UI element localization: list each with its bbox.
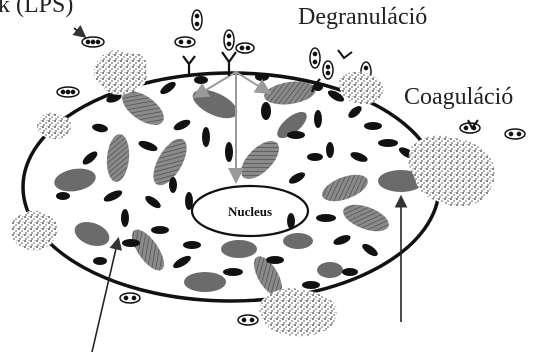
lps-particle-icon <box>175 37 195 47</box>
clot-cluster <box>94 50 147 95</box>
gray-granule <box>52 166 97 195</box>
pointer-arrow-left <box>92 240 118 352</box>
nucleus-label: Nucleus <box>228 204 272 219</box>
receptor-icon <box>183 56 195 74</box>
lps-particle-icon <box>238 315 258 325</box>
hatched-granule <box>235 135 286 186</box>
hatched-granule <box>340 199 393 236</box>
gray-granule <box>221 240 257 258</box>
clot-cluster <box>260 288 337 336</box>
arrowhead-icon <box>338 50 352 58</box>
lps-particle-icon <box>236 43 254 53</box>
hatched-granule <box>319 169 372 206</box>
gray-granule <box>283 233 313 249</box>
gray-granule <box>189 84 242 124</box>
lps-particle-icon <box>505 129 525 139</box>
clot-cluster <box>339 71 383 104</box>
lps-particle-icon <box>323 61 333 79</box>
clot-cluster <box>408 135 494 206</box>
gray-granule <box>184 272 226 292</box>
hatched-granule <box>105 133 131 183</box>
lps-particle-icon <box>120 293 140 303</box>
gray-granule <box>317 262 343 278</box>
gray-granule <box>71 218 112 251</box>
lps-particle-icon <box>224 30 234 50</box>
lps-particle-icon <box>310 48 320 68</box>
lps-particle-icon <box>57 87 79 97</box>
lps-particle-icon <box>192 10 202 30</box>
lps-particle-icon <box>82 37 104 47</box>
